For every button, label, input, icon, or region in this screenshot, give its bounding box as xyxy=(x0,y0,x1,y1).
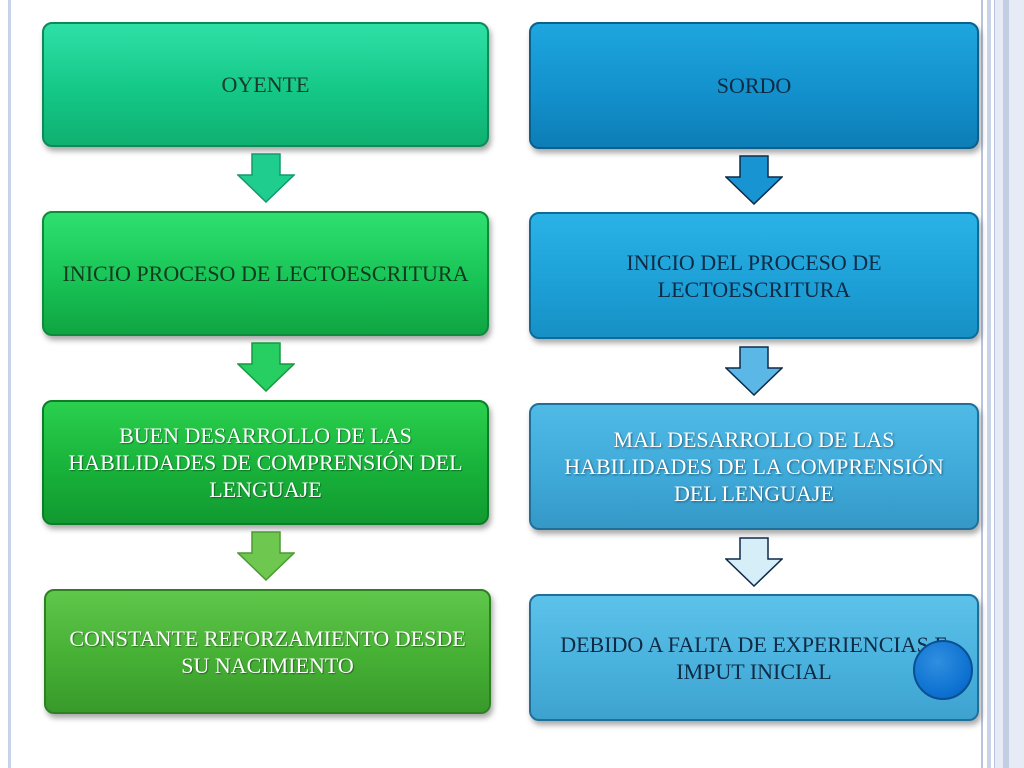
sordo-step-3-label: MAL DESARROLLO DE LAS HABILIDADES DE LA … xyxy=(564,427,944,506)
down-arrow-icon xyxy=(237,342,295,392)
down-arrow-shape xyxy=(237,342,295,392)
oyente-label: OYENTE xyxy=(221,72,310,97)
slide-frame-right-line xyxy=(1003,0,1009,768)
sordo-step-2-box: INICIO DEL PROCESO DE LECTOESCRITURA xyxy=(529,212,979,339)
down-arrow-icon xyxy=(237,153,295,203)
sordo-box: SORDO xyxy=(529,22,979,149)
oyente-step-2-label: INICIO PROCESO DE LECTOESCRITURA xyxy=(62,261,469,286)
sordo-step-3-box: MAL DESARROLLO DE LAS HABILIDADES DE LA … xyxy=(529,403,979,530)
oyente-step-2-box: INICIO PROCESO DE LECTOESCRITURA xyxy=(42,211,489,336)
sordo-step-4-box: DEBIDO A FALTA DE EXPERIENCIAS E IMPUT I… xyxy=(529,594,979,721)
slide-frame-right-line xyxy=(987,0,991,768)
decorative-circle xyxy=(913,640,973,700)
down-arrow-icon xyxy=(725,346,783,396)
down-arrow-shape xyxy=(725,346,783,396)
down-arrow-shape xyxy=(725,537,783,587)
down-arrow-shape xyxy=(725,155,783,205)
down-arrow-shape xyxy=(237,153,295,203)
slide-frame-right-band xyxy=(994,0,1024,768)
down-arrow-shape xyxy=(237,531,295,581)
slide-frame-right-line xyxy=(981,0,983,768)
down-arrow-icon xyxy=(237,531,295,581)
oyente-step-3-box: BUEN DESARROLLO DE LAS HABILIDADES DE CO… xyxy=(42,400,489,525)
slide-frame-left xyxy=(8,0,11,768)
sordo-step-2-label: INICIO DEL PROCESO DE LECTOESCRITURA xyxy=(626,249,882,302)
oyente-step-4-box: CONSTANTE REFORZAMIENTO DESDE SU NACIMIE… xyxy=(44,589,491,714)
sordo-step-4-label: DEBIDO A FALTA DE EXPERIENCIAS E IMPUT I… xyxy=(560,631,948,684)
down-arrow-icon xyxy=(725,537,783,587)
oyente-box: OYENTE xyxy=(42,22,489,147)
down-arrow-icon xyxy=(725,155,783,205)
oyente-step-3-label: BUEN DESARROLLO DE LAS HABILIDADES DE CO… xyxy=(68,423,463,502)
oyente-step-4-label: CONSTANTE REFORZAMIENTO DESDE SU NACIMIE… xyxy=(69,625,466,678)
sordo-label: SORDO xyxy=(716,73,792,98)
